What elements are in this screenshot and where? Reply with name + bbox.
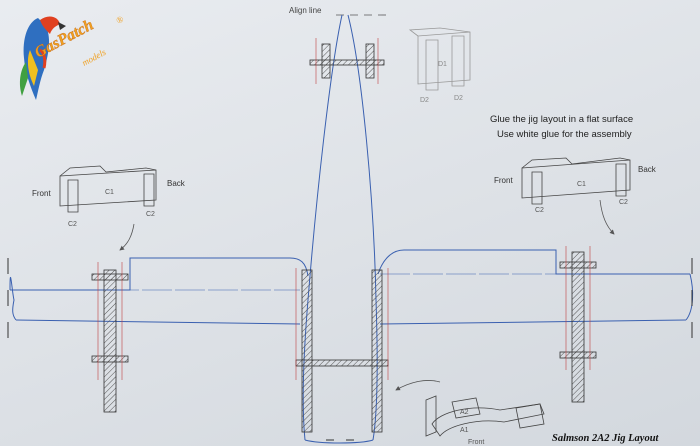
layout-title: Salmson 2A2 Jig Layout [552, 433, 660, 444]
right-c1-label: C1 [577, 181, 586, 188]
instruction-line-2: Use white glue for the assembly [497, 129, 632, 140]
center-fuselage-jig [295, 268, 389, 433]
right-c2b-label: C2 [619, 199, 628, 206]
logo-sub: models [80, 47, 108, 68]
label-d2-left: D2 [420, 97, 429, 104]
left-wing-outline [9, 257, 309, 325]
label-d1: D1 [438, 61, 447, 68]
left-c1-label: C1 [105, 189, 114, 196]
bottom-jig-arrow [395, 380, 441, 391]
left-front-label: Front [32, 189, 51, 198]
right-back-label: Back [638, 165, 657, 174]
part-d-sketch [408, 27, 471, 91]
part-c-left-sketch [59, 165, 157, 213]
left-back-label: Back [167, 179, 186, 188]
right-c2a-label: C2 [535, 207, 544, 214]
fuselage-outline [302, 14, 378, 444]
left-c2a-label: C2 [68, 221, 77, 228]
wing-tip-marks [7, 258, 693, 338]
right-outer-jig [559, 246, 597, 403]
left-jig-arrow [119, 223, 135, 251]
label-d2-right: D2 [454, 95, 463, 102]
label-a2: A2 [460, 409, 469, 416]
bottom-front-label: Front [468, 439, 484, 446]
gaspatch-logo: GasPatch ® models [19, 14, 125, 100]
left-outer-jig [91, 262, 129, 413]
align-line-label: Align line [289, 6, 322, 15]
instruction-line-1: Glue the jig layout in a flat surface [490, 114, 633, 125]
part-a-sketch [425, 395, 545, 437]
right-wing-outline [377, 249, 694, 325]
left-c2b-label: C2 [146, 211, 155, 218]
part-c-right-sketch [521, 157, 631, 205]
right-front-label: Front [494, 176, 513, 185]
label-a1: A1 [460, 427, 469, 434]
parrot-icon [19, 16, 66, 100]
right-jig-arrow [599, 199, 615, 235]
nose-jig [309, 38, 385, 84]
logo-reg: ® [114, 14, 125, 26]
